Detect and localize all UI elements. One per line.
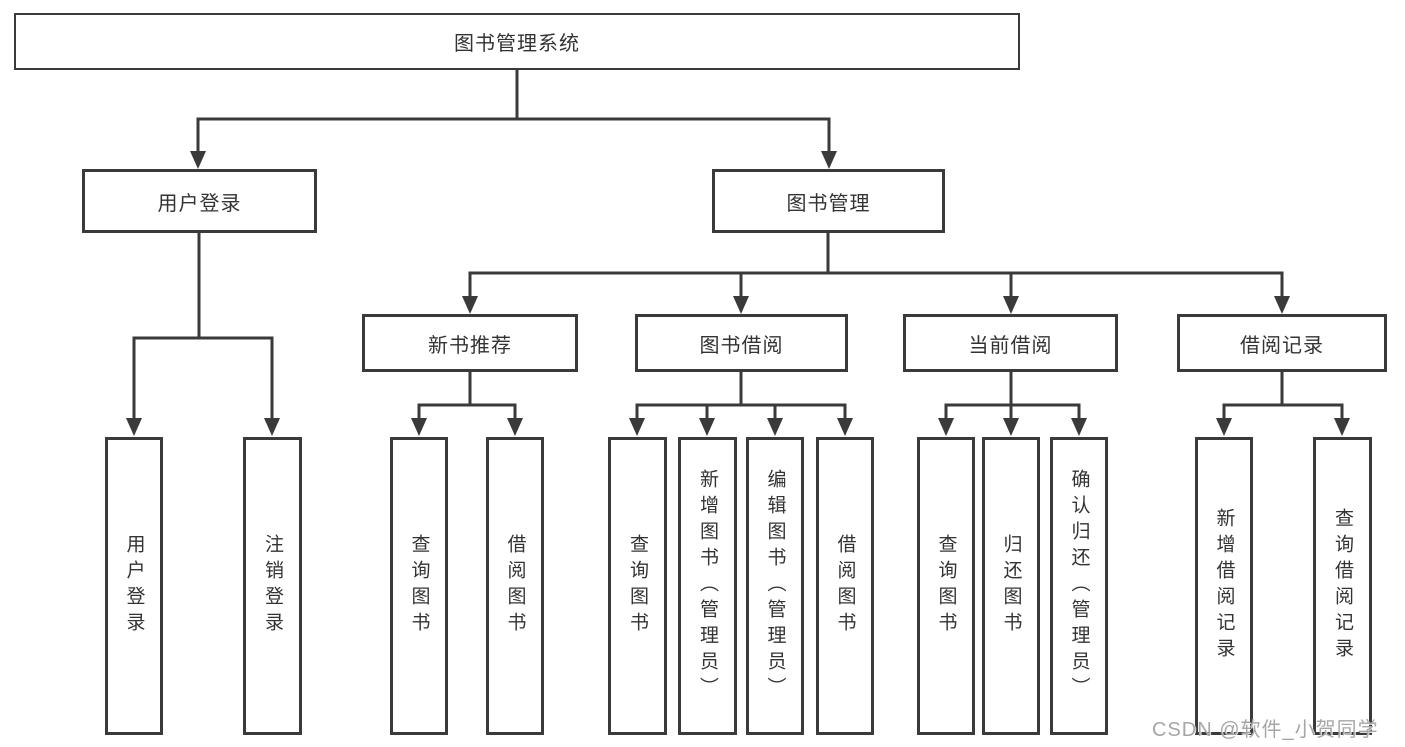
leaf-user-login: 用户登录 <box>105 437 163 735</box>
csdn-watermark: CSDN @软件_小贺同学 <box>1152 719 1379 741</box>
leaf-borrow-book-2: 借阅图书 <box>816 437 874 735</box>
leaf-query-book-3: 查询图书 <box>917 437 975 735</box>
connector-book-management-children <box>468 233 1284 296</box>
arrowhead <box>462 296 478 314</box>
arrowhead <box>1071 418 1087 436</box>
connector-current-borrow-children <box>944 372 1081 419</box>
arrowhead <box>1334 418 1350 436</box>
arrowhead <box>938 418 954 436</box>
leaf-edit-book-admin: 编辑图书（管理员） <box>746 437 804 735</box>
arrowhead <box>1003 296 1019 314</box>
arrowhead <box>699 418 715 436</box>
arrowhead <box>1216 418 1232 436</box>
leaf-return-book: 归还图书 <box>982 437 1040 735</box>
leaf-confirm-return-admin: 确认归还（管理员） <box>1050 437 1108 735</box>
leaf-add-borrow-record: 新增借阅记录 <box>1195 437 1253 735</box>
leaf-query-book-1: 查询图书 <box>390 437 448 735</box>
arrowhead <box>126 418 142 436</box>
arrowhead <box>629 418 645 436</box>
arrowhead <box>733 296 749 314</box>
node-user-login: 用户登录 <box>82 169 317 233</box>
connector-borrow-record-children <box>1222 372 1344 419</box>
node-library-management-system: 图书管理系统 <box>14 13 1020 70</box>
connector-user-login-children <box>132 233 274 419</box>
arrowhead <box>507 418 523 436</box>
arrowhead <box>264 418 280 436</box>
leaf-borrow-book-1: 借阅图书 <box>486 437 544 735</box>
arrowhead <box>767 418 783 436</box>
leaf-add-book-admin: 新增图书（管理员） <box>678 437 737 735</box>
node-book-management: 图书管理 <box>712 169 945 233</box>
node-new-book-recommend: 新书推荐 <box>362 314 578 372</box>
node-borrow-record: 借阅记录 <box>1177 314 1387 372</box>
arrowhead <box>821 151 837 169</box>
node-book-borrow: 图书借阅 <box>635 314 848 372</box>
leaf-logout: 注销登录 <box>243 437 302 735</box>
leaf-query-borrow-record: 查询借阅记录 <box>1313 437 1372 735</box>
arrowhead <box>837 418 853 436</box>
connector-book-borrow-children <box>635 372 847 419</box>
arrowhead <box>190 151 206 169</box>
node-current-borrow: 当前借阅 <box>903 314 1118 372</box>
arrowhead <box>1274 296 1290 314</box>
arrowhead <box>1003 418 1019 436</box>
connector-root-to-level2 <box>196 70 831 152</box>
arrowhead <box>411 418 427 436</box>
connector-new-book-children <box>417 372 517 419</box>
leaf-query-book-2: 查询图书 <box>608 437 667 735</box>
